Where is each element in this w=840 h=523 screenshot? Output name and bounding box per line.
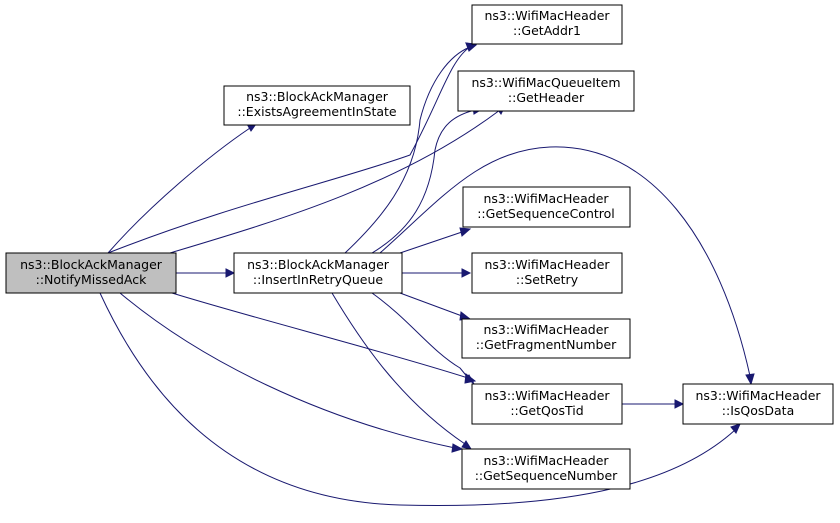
edge-insert-retry-to-get-sequence-control [399,227,472,254]
node-is-qos-data-line2: ::IsQosData [722,403,794,418]
edge-notify-to-get-sequence-number [119,292,464,453]
node-insert-in-retry-line1: ns3::BlockAckManager [247,257,390,272]
node-exists-agreement-in-state[interactable]: ns3::BlockAckManager ::ExistsAgreementIn… [223,85,411,126]
node-get-addr1[interactable]: ns3::WifiMacHeader ::GetAddr1 [471,4,623,45]
node-get-addr1-line2: ::GetAddr1 [513,23,581,38]
node-get-fragment-number-line2: ::GetFragmentNumber [476,337,617,352]
edge-insert-retry-to-get-qos-tid [371,292,475,385]
node-get-fragment-number-line1: ns3::WifiMacHeader [483,322,609,337]
node-get-addr1-line1: ns3::WifiMacHeader [484,8,610,23]
node-is-qos-data[interactable]: ns3::WifiMacHeader ::IsQosData [682,383,834,425]
edge-notify-to-get-header [169,105,506,254]
node-exists-agreement-line2: ::ExistsAgreementInState [237,104,397,119]
edge-notify-to-get-qos-tid [171,292,477,384]
node-set-retry[interactable]: ns3::WifiMacHeader ::SetRetry [471,252,623,294]
node-notify-missed-ack-line2: ::NotifyMissedAck [36,272,147,287]
node-exists-agreement-line1: ns3::BlockAckManager [246,89,389,104]
edge-insert-retry-to-set-retry [402,268,472,278]
node-set-retry-line2: ::SetRetry [516,272,579,287]
edge-notify-to-get-addr1 [107,42,477,254]
node-set-retry-line1: ns3::WifiMacHeader [484,257,610,272]
edge-notify-to-insert-retry [176,268,236,278]
node-get-sequence-control-line1: ns3::WifiMacHeader [483,191,609,206]
node-is-qos-data-line1: ns3::WifiMacHeader [695,388,821,403]
node-notify-missed-ack-line1: ns3::BlockAckManager [20,257,163,272]
edge-insert-retry-to-get-fragment-number [399,292,472,321]
edge-insert-retry-to-is-qos-data [379,146,755,386]
edge-get-qos-tid-to-is-qos-data [622,399,685,409]
node-get-qos-tid-line2: ::GetQosTid [510,403,583,418]
node-get-header-line1: ns3::WifiMacQueueItem [471,75,620,90]
node-get-sequence-control-line2: ::GetSequenceControl [477,206,615,221]
node-get-header[interactable]: ns3::WifiMacQueueItem ::GetHeader [457,70,635,112]
node-get-sequence-number-line1: ns3::WifiMacHeader [483,453,609,468]
node-get-sequence-control[interactable]: ns3::WifiMacHeader ::GetSequenceControl [462,186,631,228]
edge-insert-retry-to-get-sequence-number [331,292,473,450]
node-get-qos-tid-line1: ns3::WifiMacHeader [484,388,610,403]
node-get-sequence-number[interactable]: ns3::WifiMacHeader ::GetSequenceNumber [461,448,631,490]
node-get-fragment-number[interactable]: ns3::WifiMacHeader ::GetFragmentNumber [461,318,631,359]
node-notify-missed-ack[interactable]: ns3::BlockAckManager ::NotifyMissedAck [5,252,177,294]
node-get-header-line2: ::GetHeader [508,90,585,105]
edge-insert-retry-to-get-addr1 [344,42,478,254]
node-get-qos-tid[interactable]: ns3::WifiMacHeader ::GetQosTid [471,383,623,425]
edge-notify-to-is-qos-data [99,292,741,507]
node-insert-in-retry-queue[interactable]: ns3::BlockAckManager ::InsertInRetryQueu… [233,252,403,294]
node-get-sequence-number-line2: ::GetSequenceNumber [475,468,618,483]
node-insert-in-retry-line2: ::InsertInRetryQueue [253,272,384,287]
